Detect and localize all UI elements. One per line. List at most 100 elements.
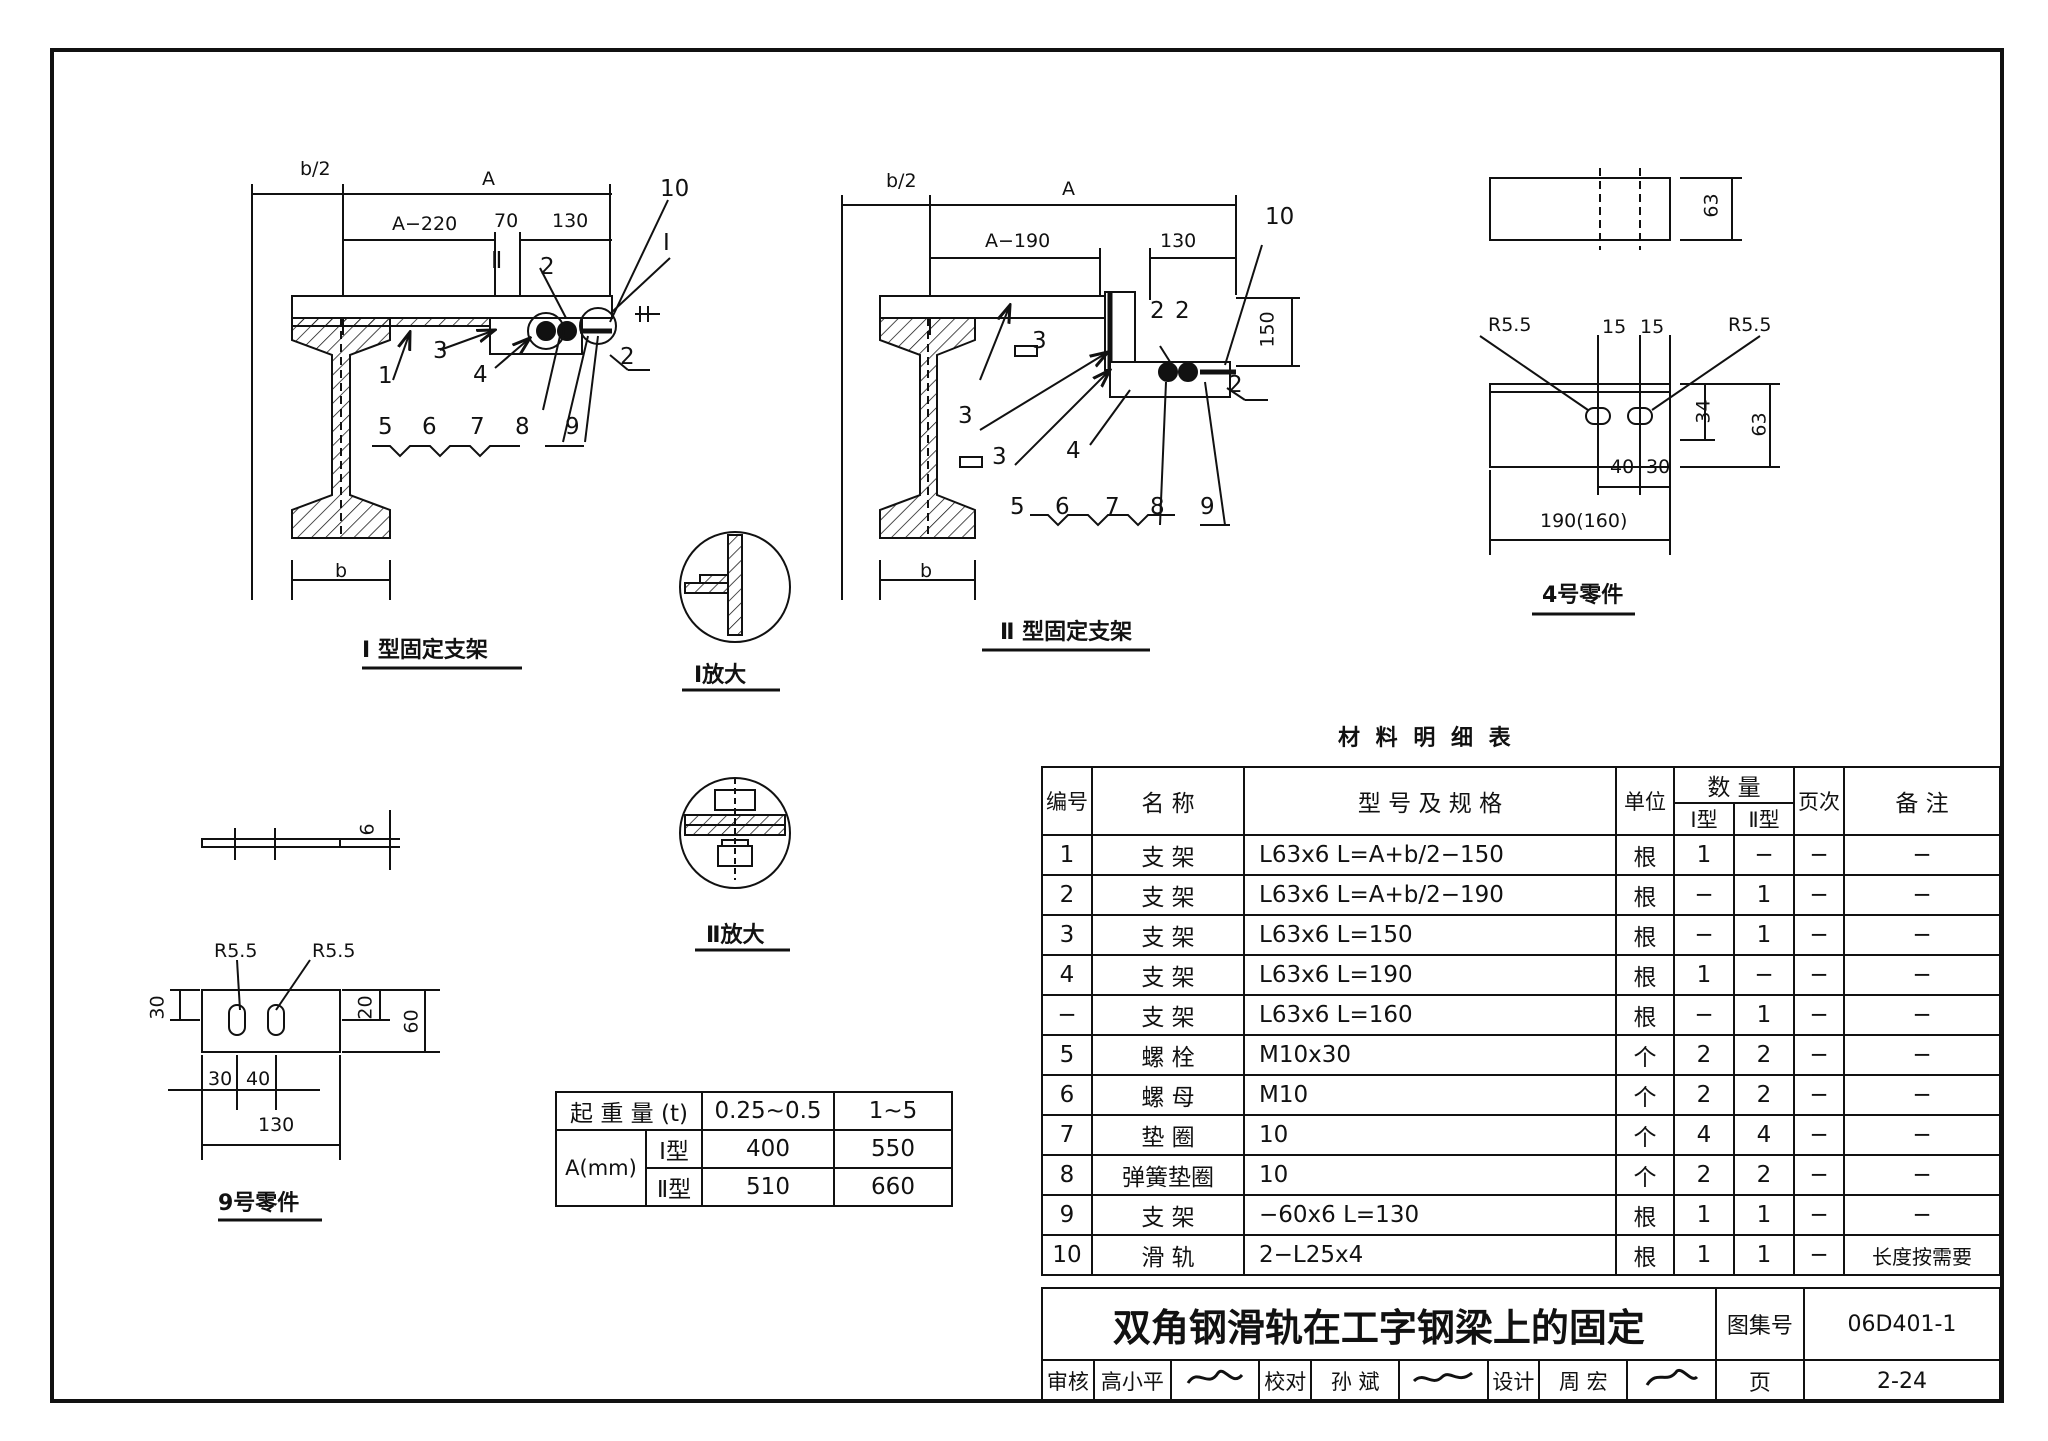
type1-dim-130: 130 — [552, 210, 589, 232]
mat-cell-q1: 4 — [1673, 1114, 1735, 1156]
type2-leader-10: 10 — [1265, 204, 1295, 230]
mat-cell-no: 5 — [1041, 1034, 1093, 1076]
part4-dim-63b: 63 — [1748, 412, 1771, 437]
mat-cell-unit: 根 — [1615, 874, 1675, 916]
mat-cell-unit: 根 — [1615, 994, 1675, 1036]
type1-leader-8: 8 — [515, 414, 530, 440]
mat-cell-no: 4 — [1041, 954, 1093, 996]
part4-dim-40: 40 — [1610, 456, 1635, 478]
type1-leader-2: 2 — [540, 254, 555, 280]
mat-cell-q1: 1 — [1673, 1234, 1735, 1276]
type1-leader-10: 10 — [660, 176, 690, 202]
part9-dim-6: 6 — [356, 823, 379, 836]
mat-h-note: 备 注 — [1843, 766, 2001, 836]
mat-cell-note: − — [1843, 914, 2001, 956]
mat-cell-q1: 1 — [1673, 1194, 1735, 1236]
type2-caption: Ⅱ 型固定支架 — [1000, 620, 1133, 645]
type1-leader-7: 7 — [470, 414, 485, 440]
capacity-header-label: 起 重 量 (t) — [555, 1091, 703, 1131]
page-label: 页 — [1714, 1359, 1805, 1403]
mat-cell-spec: 10 — [1243, 1154, 1617, 1196]
reviewer-name: 高小平 — [1092, 1359, 1173, 1403]
mat-h-page: 页次 — [1793, 766, 1845, 836]
mat-cell-name: 螺 母 — [1091, 1074, 1245, 1116]
mat-cell-q2: − — [1733, 834, 1795, 876]
detail1-drawing — [679, 531, 791, 692]
capacity-type1-v1: 400 — [701, 1129, 835, 1169]
part4-dim-30: 30 — [1646, 456, 1671, 478]
mat-cell-note: − — [1843, 1194, 2001, 1236]
mat-cell-name: 弹簧垫圈 — [1091, 1154, 1245, 1196]
mat-cell-name: 支 架 — [1091, 1194, 1245, 1236]
capacity-type1: Ⅰ型 — [645, 1129, 703, 1169]
mat-cell-page: − — [1793, 1114, 1845, 1156]
mat-cell-spec: L63x6 L=150 — [1243, 914, 1617, 956]
mat-cell-no: 9 — [1041, 1194, 1093, 1236]
mat-cell-spec: L63x6 L=A+b/2−190 — [1243, 874, 1617, 916]
type2-leader-4: 4 — [1066, 438, 1081, 464]
mat-cell-spec: M10x30 — [1243, 1034, 1617, 1076]
mat-cell-q2: 1 — [1733, 1234, 1795, 1276]
mat-cell-q1: − — [1673, 874, 1735, 916]
part9-dim-30v: 30 — [146, 995, 169, 1020]
type2-leader-6: 6 — [1055, 494, 1070, 520]
mat-cell-unit: 根 — [1615, 834, 1675, 876]
mat-h-qty2: Ⅱ型 — [1733, 802, 1795, 836]
mat-cell-page: − — [1793, 1034, 1845, 1076]
part4-dim-63a: 63 — [1700, 193, 1723, 218]
part9-dim-r1: R5.5 — [214, 940, 258, 962]
mat-cell-q2: − — [1733, 954, 1795, 996]
part4-dim-34: 34 — [1692, 399, 1715, 424]
mat-cell-unit: 根 — [1615, 1194, 1675, 1236]
mat-cell-q2: 2 — [1733, 1074, 1795, 1116]
type1-dim-b2: b/2 — [300, 158, 331, 180]
type1-leader-6: 6 — [422, 414, 437, 440]
detail2-caption: Ⅱ放大 — [706, 923, 765, 948]
mat-cell-spec: 10 — [1243, 1114, 1617, 1156]
mat-cell-note: − — [1843, 994, 2001, 1036]
mat-cell-q2: 1 — [1733, 874, 1795, 916]
page-number: 2-24 — [1802, 1359, 2002, 1403]
design-label: 设计 — [1486, 1359, 1541, 1403]
mat-cell-q1: − — [1673, 994, 1735, 1036]
type1-dim-a220: A−220 — [392, 213, 458, 235]
sheet-border — [50, 48, 2004, 1403]
reviewer-signature — [1170, 1359, 1261, 1403]
mat-cell-name: 滑 轨 — [1091, 1234, 1245, 1276]
mat-cell-q2: 1 — [1733, 1194, 1795, 1236]
mat-cell-spec: L63x6 L=A+b/2−150 — [1243, 834, 1617, 876]
check-label: 校对 — [1258, 1359, 1313, 1403]
mat-cell-no: 3 — [1041, 914, 1093, 956]
mat-cell-unit: 个 — [1615, 1074, 1675, 1116]
type2-dim-130: 130 — [1160, 230, 1197, 252]
type1-leader-1: 1 — [378, 363, 393, 389]
type1-leader-detail2: Ⅱ — [491, 248, 503, 274]
mat-cell-q2: 1 — [1733, 914, 1795, 956]
mat-cell-no: 1 — [1041, 834, 1093, 876]
type2-leader-3c: 3 — [992, 444, 1007, 470]
capacity-table: 起 重 量 (t) 0.25~0.5 1~5 A(mm) Ⅰ型 400 550 … — [555, 1091, 953, 1207]
mat-cell-q2: 2 — [1733, 1154, 1795, 1196]
mat-cell-no: 2 — [1041, 874, 1093, 916]
part9-dim-40: 40 — [246, 1068, 271, 1090]
part9-dim-len: 130 — [258, 1114, 295, 1136]
type2-leader-5: 5 — [1010, 494, 1025, 520]
mat-cell-spec: L63x6 L=160 — [1243, 994, 1617, 1036]
mat-h-qty: 数 量 — [1673, 766, 1795, 804]
designer-signature — [1626, 1359, 1717, 1403]
mat-cell-no: − — [1041, 994, 1093, 1036]
mat-cell-name: 螺 栓 — [1091, 1034, 1245, 1076]
mat-h-qty1: Ⅰ型 — [1673, 802, 1735, 836]
mat-cell-no: 8 — [1041, 1154, 1093, 1196]
mat-cell-q1: 2 — [1673, 1034, 1735, 1076]
mat-cell-note: − — [1843, 1154, 2001, 1196]
capacity-type2-v2: 660 — [833, 1167, 953, 1207]
mat-cell-unit: 个 — [1615, 1154, 1675, 1196]
